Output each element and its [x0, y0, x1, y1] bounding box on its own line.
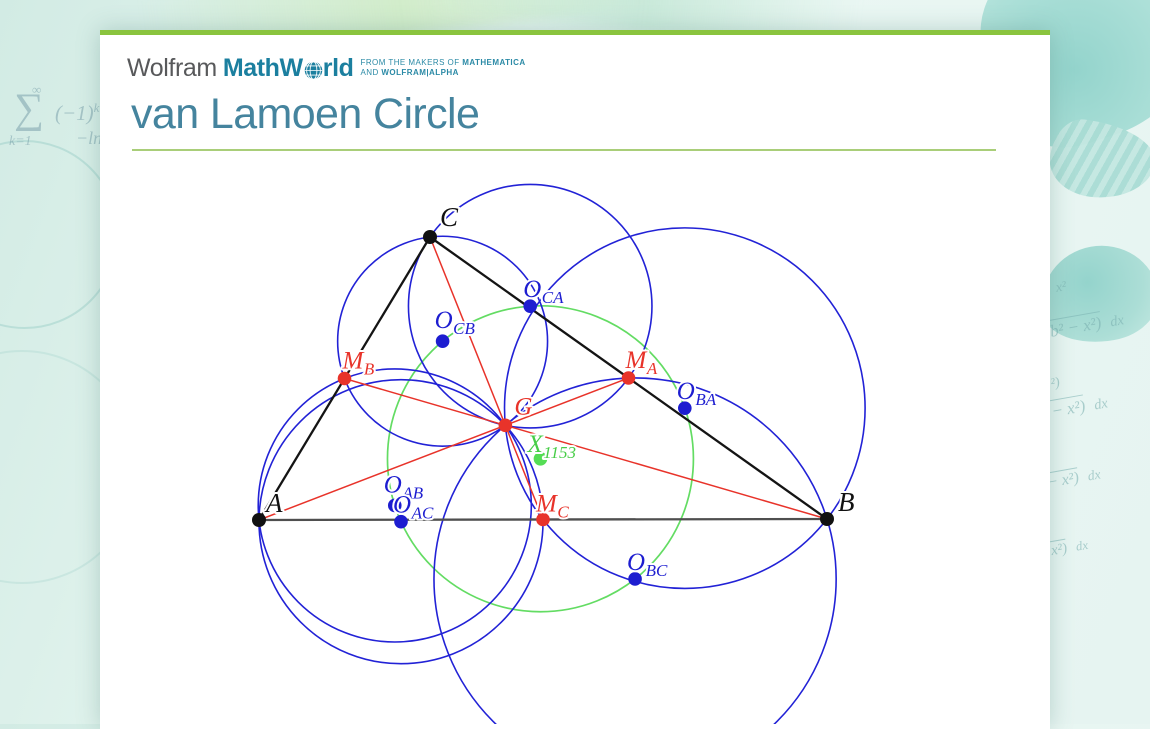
circumcircle-OCB	[336, 235, 549, 447]
label-B: B	[838, 487, 855, 517]
label-G: G	[514, 393, 532, 420]
label-MC: MC	[535, 491, 569, 522]
page-title: van Lamoen Circle	[131, 90, 480, 138]
label-OCB: OCB	[435, 307, 476, 338]
midpoint-dot-MC	[536, 512, 550, 527]
circumcircle-OAB	[257, 368, 533, 643]
midpoint-dot-MA	[621, 371, 636, 385]
sum-lower-limit: k=1	[9, 134, 32, 149]
label-A: A	[264, 488, 283, 518]
circumcenter-dot-OCB	[435, 334, 450, 348]
label-MB: MB	[342, 348, 375, 379]
logo-tagline: FROM THE MAKERS OF MATHEMATICA AND WOLFR…	[360, 58, 526, 78]
van-lamoen-circle	[386, 304, 695, 613]
circumcircle-OCA	[407, 183, 653, 429]
mathworld-globe-icon	[304, 60, 322, 80]
median-A	[258, 377, 629, 521]
title-underline	[132, 149, 996, 151]
label-C: C	[440, 202, 459, 232]
sum-upper-limit: ∞	[32, 82, 42, 97]
circumcircle-OBA	[503, 227, 866, 590]
x1153-dot	[533, 451, 548, 466]
label-OBA: OBA	[677, 378, 717, 409]
label-X1153: X1153	[526, 431, 576, 462]
vertex-dot-A	[252, 513, 266, 527]
circumcenter-dot-OBA	[678, 401, 692, 415]
label-OBC: OBC	[627, 549, 668, 580]
label-OCA: OCA	[523, 276, 564, 307]
vertex-dot-B	[820, 512, 834, 526]
circumcenter-dot-OAC	[394, 514, 408, 529]
vertex-dot-C	[423, 230, 437, 244]
circumcenter-dot-OAB	[387, 498, 402, 513]
circumcenter-dot-OBC	[628, 572, 642, 586]
midpoint-dot-MB	[337, 371, 352, 386]
median-C	[429, 236, 544, 520]
label-OAC: OAC	[393, 492, 434, 523]
median-B	[344, 377, 828, 520]
label-MA: MA	[625, 347, 658, 378]
background-ln-fragment: −ln	[76, 128, 103, 148]
label-OAB: OAB	[384, 471, 424, 502]
centroid-dot-G	[498, 418, 513, 433]
sigma-symbol: ∑	[14, 86, 44, 132]
circumcenter-dot-OCA	[523, 299, 538, 313]
wolfram-wordmark: Wolfram	[127, 54, 217, 82]
